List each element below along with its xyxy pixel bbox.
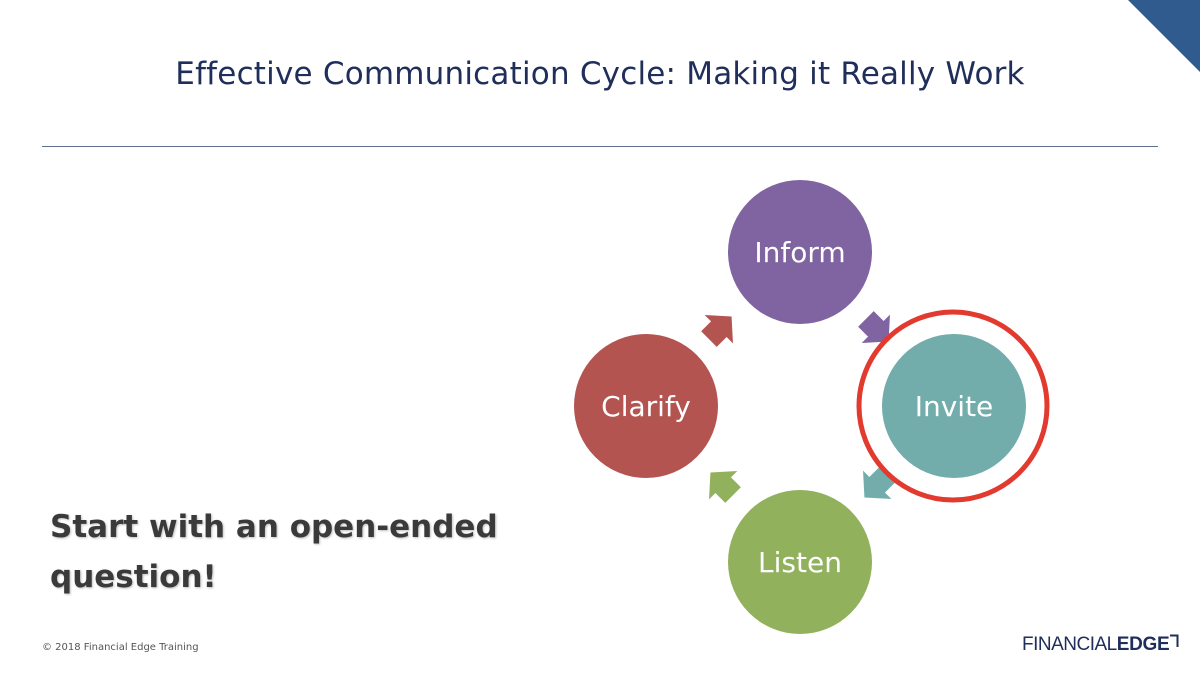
inform-label: Inform	[754, 236, 845, 269]
callout-line-1: Start with an open-ended	[50, 509, 498, 545]
cycle-node-listen: Listen	[728, 490, 872, 634]
callout-text: Start with an open-ended question!	[50, 502, 570, 602]
title-divider	[42, 146, 1158, 147]
arrow-clarify-to-inform	[701, 315, 733, 347]
listen-label: Listen	[758, 546, 842, 579]
arrow-invite-to-listen	[863, 467, 895, 499]
inform-circle	[728, 180, 872, 324]
corner-accent-icon	[1128, 0, 1200, 72]
highlight-ring	[856, 309, 1050, 503]
clarify-circle	[574, 334, 718, 478]
cycle-node-invite: Invite	[882, 334, 1026, 478]
financial-edge-logo: FINANCIAL EDGE	[1022, 634, 1179, 656]
arrow-listen-to-clarify	[709, 471, 741, 503]
copyright-notice: © 2018 Financial Edge Training	[42, 642, 199, 653]
cycle-node-clarify: Clarify	[574, 334, 718, 478]
listen-circle	[728, 490, 872, 634]
slide-title: Effective Communication Cycle: Making it…	[175, 56, 1025, 92]
arrow-inform-to-invite	[858, 311, 890, 343]
cycle-node-inform: Inform	[728, 180, 872, 324]
callout-line-2: question!	[50, 559, 217, 595]
clarify-label: Clarify	[601, 390, 691, 423]
cycle-arrows	[701, 311, 895, 503]
invite-label: Invite	[915, 390, 994, 423]
invite-circle	[882, 334, 1026, 478]
logo-corner-mark-icon	[1170, 634, 1179, 647]
logo-word-edge: EDGE	[1116, 634, 1170, 655]
logo-word-financial: FINANCIAL	[1022, 634, 1117, 655]
